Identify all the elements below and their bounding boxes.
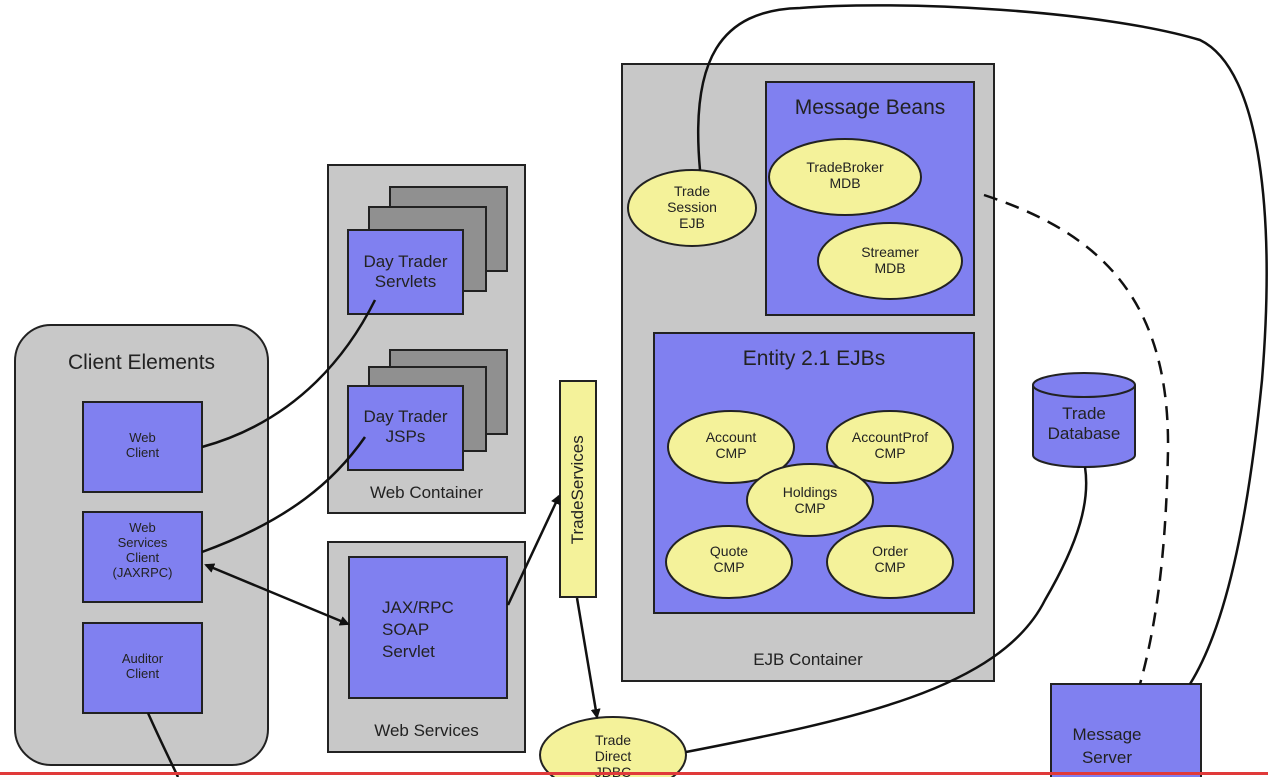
quote-ellipse — [665, 525, 793, 599]
streamer-label: Streamer MDB — [861, 244, 919, 277]
web-services-client-label: Web Services Client (JAXRPC) — [112, 520, 173, 580]
message-beans-title: Message Beans — [794, 96, 946, 119]
holdings-ellipse — [746, 463, 874, 537]
connectors — [146, 4, 1268, 777]
order-ellipse — [826, 525, 954, 599]
client-elements-title: Client Elements — [67, 351, 216, 374]
streamer-ellipse — [817, 222, 963, 300]
trade-services-box — [559, 380, 597, 598]
trade-direct-ellipse — [539, 716, 687, 777]
message-server-label: Message Server — [1072, 725, 1142, 767]
link-wsclient-jaxrpc — [204, 563, 350, 626]
web-client-box — [82, 401, 203, 493]
account-ellipse — [667, 410, 795, 484]
trade-session-ellipse — [627, 169, 757, 247]
servlets-label: Day Trader Servlets — [363, 252, 448, 291]
link-jaxrpc-tradeservices — [506, 494, 561, 606]
link-wsclient-jsps — [201, 436, 367, 554]
link-direct-database — [685, 466, 1088, 754]
web-container-title: Web Container — [369, 483, 484, 502]
auditor-client-box — [82, 622, 203, 714]
jsps-label: Day Trader JSPs — [363, 407, 448, 446]
jaxrpc-servlet-label: JAX/RPC SOAP Servlet — [382, 598, 454, 662]
web-services-title: Web Services — [374, 721, 479, 740]
entity-ejbs-title: Entity 2.1 EJBs — [742, 347, 886, 370]
tradebroker-label: TradeBroker MDB — [806, 159, 884, 192]
trade-database-cylinder — [1032, 372, 1136, 468]
jaxrpc-servlet-box — [348, 556, 508, 699]
tradebroker-ellipse — [768, 138, 922, 216]
link-webclient-servlets — [201, 299, 377, 449]
accountprof-label: AccountProf CMP — [851, 429, 929, 462]
trade-services-label: TradeServices — [568, 435, 588, 545]
ejb-container-title: EJB Container — [753, 650, 863, 669]
accountprof-ellipse — [826, 410, 954, 484]
quote-label: Quote CMP — [709, 543, 749, 576]
web-services-client-box — [82, 511, 203, 603]
link-session-loop — [696, 4, 1268, 685]
auditor-client-label: Auditor Client — [121, 651, 164, 681]
trade-database-label: Trade Database — [1047, 404, 1121, 443]
trade-direct-label: Trade Direct JDBC — [594, 732, 632, 777]
trade-session-label: Trade Session EJB — [667, 183, 717, 232]
bottom-red-rule — [0, 772, 1268, 775]
servlets-box — [347, 229, 464, 315]
link-mdb-messageserver — [983, 193, 1170, 685]
web-client-label: Web Client — [125, 430, 160, 460]
holdings-label: Holdings CMP — [782, 484, 838, 517]
order-label: Order CMP — [872, 543, 908, 576]
link-tradeservices-direct — [575, 597, 601, 719]
message-server-box — [1050, 683, 1202, 777]
jsps-box — [347, 385, 464, 471]
account-label: Account CMP — [705, 429, 757, 462]
